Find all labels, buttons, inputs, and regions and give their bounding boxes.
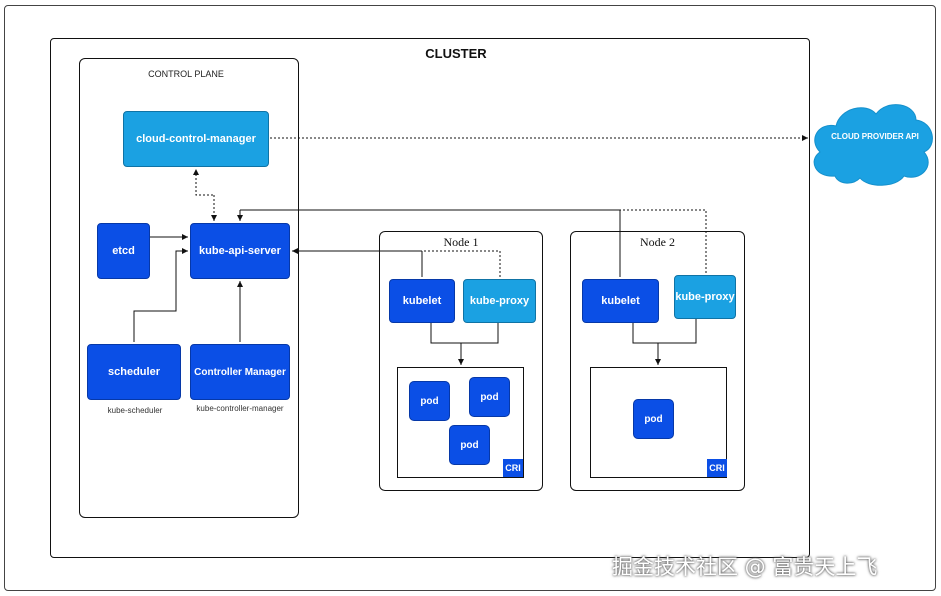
scheduler-label: scheduler <box>108 366 160 378</box>
etcd-box[interactable]: etcd <box>97 223 150 279</box>
controller-manager-box[interactable]: Controller Manager <box>190 344 290 400</box>
pod-label: pod <box>644 413 663 425</box>
cloud-provider-label: CLOUD PROVIDER API <box>831 132 919 141</box>
pod-label: pod <box>460 439 479 451</box>
cluster-boundary <box>50 38 810 558</box>
node-1-cri-badge: CRI <box>503 459 523 477</box>
kube-api-server-box[interactable]: kube-api-server <box>190 223 290 279</box>
node-1-kubelet[interactable]: kubelet <box>389 279 455 323</box>
control-plane-title: CONTROL PLANE <box>148 69 224 79</box>
outer-frame <box>4 5 936 591</box>
node-1-runtime-box <box>397 367 524 478</box>
kube-api-server-label: kube-api-server <box>199 245 281 257</box>
pod-label: pod <box>420 395 439 407</box>
pod-label: pod <box>480 391 499 403</box>
node-2-kubelet[interactable]: kubelet <box>582 279 659 323</box>
etcd-label: etcd <box>112 245 135 257</box>
node-1-kube-proxy-label: kube-proxy <box>469 295 530 307</box>
node-2-kubelet-label: kubelet <box>601 295 640 307</box>
watermark: 掘金技术社区 @ 富贵天上飞 <box>612 555 878 579</box>
node-1-title: Node 1 <box>443 235 479 249</box>
cloud-control-manager-label: cloud-control-manager <box>136 133 256 145</box>
node-1-kubelet-label: kubelet <box>402 295 442 307</box>
scheduler-box[interactable]: scheduler <box>87 344 181 400</box>
controller-manager-sublabel: kube-controller-manager <box>196 404 284 413</box>
node-1-kube-proxy[interactable]: kube-proxy <box>463 279 536 323</box>
scheduler-sublabel: kube-scheduler <box>107 406 163 415</box>
node-1-pod-3[interactable]: pod <box>449 425 490 465</box>
node-1-pod-2[interactable]: pod <box>469 377 510 417</box>
control-plane-boundary <box>79 58 299 518</box>
node-2-pod-1[interactable]: pod <box>633 399 674 439</box>
cluster-title: CLUSTER <box>425 46 487 61</box>
controller-manager-label: Controller Manager <box>194 366 286 378</box>
cloud-control-manager-box[interactable]: cloud-control-manager <box>123 111 269 167</box>
node-2-title: Node 2 <box>640 235 675 249</box>
node-1-pod-1[interactable]: pod <box>409 381 450 421</box>
node-2-kube-proxy[interactable]: kube-proxy <box>674 275 736 319</box>
node-2-runtime-box <box>590 367 727 478</box>
node-2-cri-badge: CRI <box>707 459 727 477</box>
node-2-kube-proxy-label: kube-proxy <box>675 291 735 303</box>
